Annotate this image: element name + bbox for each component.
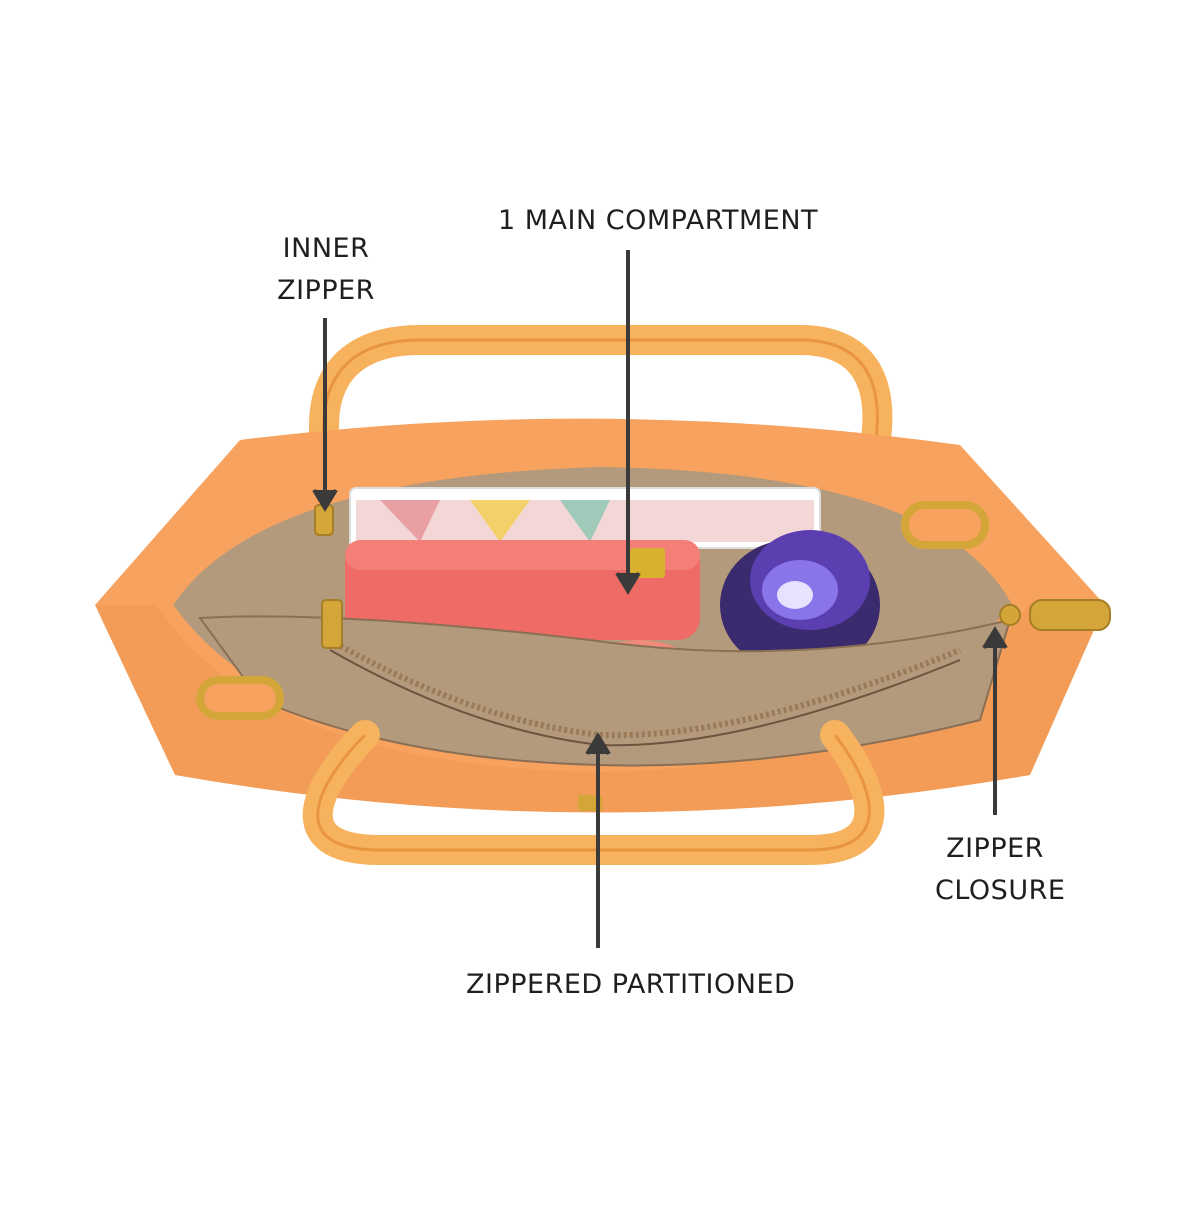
callout-zipper-closure: ZIPPER CLOSURE xyxy=(935,828,1066,912)
callout-inner-zipper-line1: INNER xyxy=(282,233,370,264)
callout-inner-zipper: INNER ZIPPER xyxy=(276,228,376,312)
callout-zipper-closure-line2: CLOSURE xyxy=(935,875,1066,906)
arrow-up-icon xyxy=(982,626,1008,815)
side-ring-left xyxy=(196,676,284,720)
callout-zippered-partitioned: ZIPPERED PARTITIONED xyxy=(466,964,795,1006)
closure-zipper-pull xyxy=(999,599,1111,631)
callout-inner-zipper-line2: ZIPPER xyxy=(277,275,375,306)
partition-zipper-teeth xyxy=(328,637,962,739)
partition-zipper-pull xyxy=(321,599,343,649)
arrow-down-icon xyxy=(615,250,641,595)
side-ring-right xyxy=(901,501,989,549)
callout-zippered-partitioned-text: ZIPPERED PARTITIONED xyxy=(466,969,796,1000)
arrow-down-icon xyxy=(312,318,338,512)
water-bottle xyxy=(720,530,880,670)
arrow-up-icon xyxy=(585,732,611,948)
callout-zipper-closure-line1: ZIPPER xyxy=(946,833,1044,864)
callout-main-compartment: 1 MAIN COMPARTMENT xyxy=(498,200,818,242)
notebook xyxy=(349,487,821,549)
callout-main-compartment-text: 1 MAIN COMPARTMENT xyxy=(498,205,819,236)
